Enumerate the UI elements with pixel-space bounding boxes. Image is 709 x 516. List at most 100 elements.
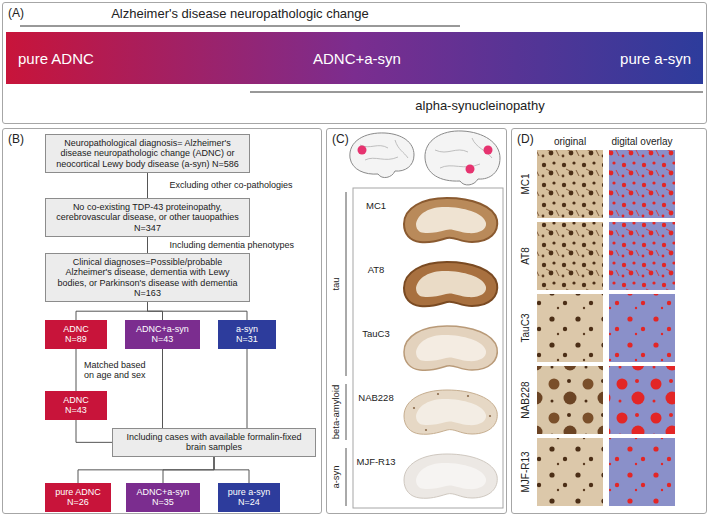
process-box: Clinical diagnoses=Possible/probable Alz… [45, 253, 250, 302]
process-box: Including cases with available formalin-… [112, 428, 316, 457]
stain-label: TauC3 [520, 314, 531, 343]
edge-label: Including dementia phenotypes [168, 240, 297, 250]
group-box: ADNCN=89 [45, 320, 107, 349]
group-label: a-syn [331, 465, 341, 488]
group-box: a-synN=31 [218, 320, 276, 349]
group-label: beta-amyloid [331, 385, 341, 439]
range-line [20, 26, 460, 27]
brain-slice [404, 262, 497, 306]
slice-cortex [404, 326, 497, 370]
slice-white-matter [416, 335, 486, 361]
group-box: ADNC+a-synN=43 [125, 320, 200, 349]
stain-label: MC1 [366, 201, 386, 211]
micrograph [537, 222, 603, 290]
node-text: a-syn [221, 324, 273, 334]
region-dot [358, 146, 367, 155]
node-text: pure ADNC [18, 50, 94, 67]
node-text: ADNC+a-syn [128, 324, 197, 334]
group-bracket [346, 384, 347, 440]
stain-label: AT8 [520, 247, 531, 265]
group-bracket [346, 448, 347, 506]
slice-frame [353, 188, 503, 508]
node-text: Neuropathological diagnosis= Alzheimer's… [50, 138, 245, 169]
node-text: N=26 [48, 497, 108, 507]
group-box: ADNC+a-synN=35 [126, 483, 200, 512]
plaque-dot [413, 407, 415, 409]
brain-slice [404, 454, 497, 498]
connector [247, 349, 248, 428]
group-bracket [346, 192, 347, 376]
node-text: pure ADNC [48, 487, 108, 497]
connector [78, 457, 214, 483]
slice-cortex [404, 390, 497, 434]
region-dot [466, 165, 475, 174]
panel-frame: (D) [511, 128, 707, 514]
edge-label: Matched based on age and sex [82, 360, 158, 381]
overlay-image [609, 294, 675, 362]
node-text: ADNC+a-syn [129, 487, 197, 497]
connector [148, 302, 248, 320]
range-label: alpha-synucleinopathy [415, 99, 544, 113]
brain-outline [350, 133, 414, 178]
plaque-dot [489, 415, 491, 417]
slice-white-matter [416, 399, 486, 425]
node-text: N=89 [48, 334, 104, 344]
process-box: Neuropathological diagnosis= Alzheimer's… [45, 134, 250, 173]
micrograph [537, 294, 603, 362]
connector [76, 420, 112, 443]
brain-slice [404, 326, 497, 370]
node-text: (A) [8, 6, 24, 20]
overlay-image [609, 366, 675, 434]
slice-cortex [404, 198, 497, 242]
node-text: N=31 [221, 334, 273, 344]
node-text: ADNC [48, 395, 104, 405]
range-line [250, 92, 703, 93]
stain-label: MJF-R13 [520, 451, 531, 492]
node-text: N=24 [221, 497, 277, 507]
process-box: No co-existing TDP-43 proteinopathy, cer… [45, 198, 250, 237]
stain-label: NAB228 [358, 393, 393, 403]
node-text: N=43 [48, 405, 104, 415]
slice-white-matter [416, 207, 486, 233]
slice-cortex [404, 454, 497, 498]
stain-label: NAB228 [520, 381, 531, 418]
brain-outline [425, 131, 500, 185]
stain-label: AT8 [368, 265, 385, 275]
node-text: N=43 [128, 334, 197, 344]
brain-gyri [435, 138, 492, 168]
brain-slice [404, 198, 497, 242]
node-text: pure a-syn [221, 487, 277, 497]
group-box: ADNCN=43 [45, 391, 107, 420]
group-label: tau [331, 277, 341, 290]
connector [76, 349, 77, 391]
stain-label: MC1 [520, 173, 531, 194]
overlay-image [609, 150, 675, 218]
plaque-dot [437, 393, 439, 395]
group-box: pure ADNCN=26 [45, 483, 111, 512]
stain-label: MJF-R13 [356, 457, 395, 467]
node-text: (D) [517, 132, 534, 146]
connector [214, 457, 249, 483]
node-text: Clinical diagnoses=Possible/probable Alz… [50, 257, 245, 298]
column-header: digital overlay [611, 136, 672, 147]
connector [76, 302, 148, 320]
node-text: ADNC [48, 324, 104, 334]
micrograph [537, 366, 603, 434]
plaque-dot [425, 429, 427, 431]
panel-frame: (C) [326, 128, 507, 514]
node-text: No co-existing TDP-43 proteinopathy, cer… [50, 202, 245, 233]
connector [163, 457, 214, 483]
range-label: Alzheimer's disease neuropathologic chan… [111, 7, 369, 21]
micrograph [537, 150, 603, 218]
slice-cortex [404, 262, 497, 306]
column-header: original [554, 136, 586, 147]
stain-label: TauC3 [362, 329, 389, 339]
micrograph [537, 438, 603, 506]
group-box: pure a-synN=24 [218, 483, 280, 512]
node-text: ADNC+a-syn [313, 50, 401, 67]
gradient-bar: pure ADNCADNC+a-synpure a-syn [6, 32, 703, 84]
plaque-dot [467, 395, 469, 397]
region-dot [484, 146, 493, 155]
connector [147, 237, 148, 253]
